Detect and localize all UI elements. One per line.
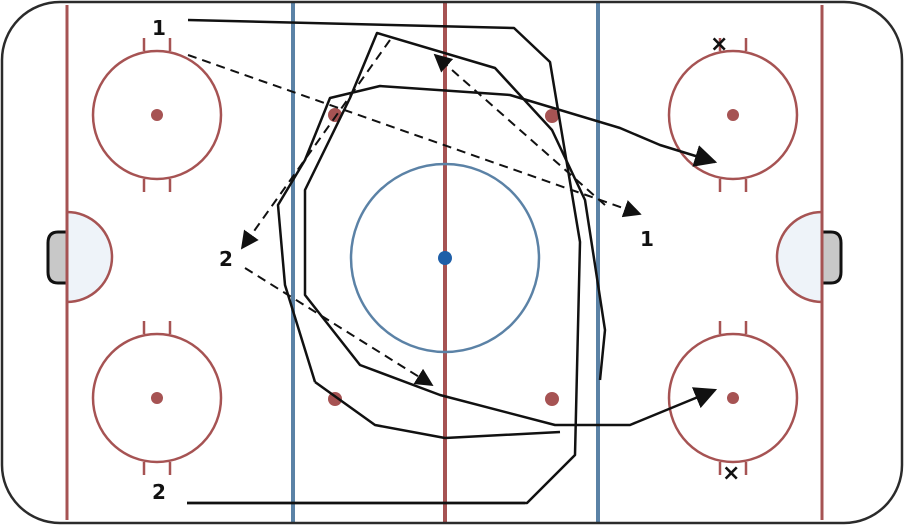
player-1-skate-path	[187, 18, 582, 505]
neutral-dot-top-right	[545, 109, 559, 123]
player-2-start-label: 2	[152, 480, 166, 504]
center-faceoff-dot	[438, 251, 452, 265]
left-crease	[65, 210, 114, 304]
left-goal	[46, 230, 69, 285]
pass-to-center-up	[433, 53, 606, 206]
loop-skate-path-outer	[303, 31, 718, 427]
right-goal	[820, 230, 843, 285]
neutral-dot-bottom-right	[545, 392, 559, 406]
neutral-dot-bottom-left	[328, 392, 342, 406]
faceoff-circle-left-bottom	[91, 321, 223, 475]
faceoff-dot-right-bottom	[727, 392, 739, 404]
faceoff-dot-left-bottom	[151, 392, 163, 404]
defender-marker-bottom: ×	[722, 461, 740, 486]
loop-skate-path-bottom	[314, 380, 561, 440]
neutral-dot-top-left	[328, 108, 342, 122]
player-1-start-label: 1	[152, 16, 166, 40]
pass-player-2-forward	[244, 267, 434, 386]
faceoff-dot-right-top	[727, 109, 739, 121]
right-crease	[775, 210, 824, 304]
player-2-mid-label: 2	[219, 247, 233, 271]
faceoff-dot-left-top	[151, 109, 163, 121]
loop-skate-path-inner	[276, 84, 718, 383]
pass-1-to-far-line	[187, 54, 642, 218]
player-1-end-label: 1	[640, 227, 654, 251]
faceoff-circle-right-top	[667, 38, 799, 192]
pass-to-player-2	[240, 39, 391, 250]
center-circle	[349, 162, 541, 354]
defender-marker-top: ×	[710, 32, 728, 57]
faceoff-circle-right-bottom	[667, 321, 799, 475]
faceoff-circle-left-top	[91, 38, 223, 192]
